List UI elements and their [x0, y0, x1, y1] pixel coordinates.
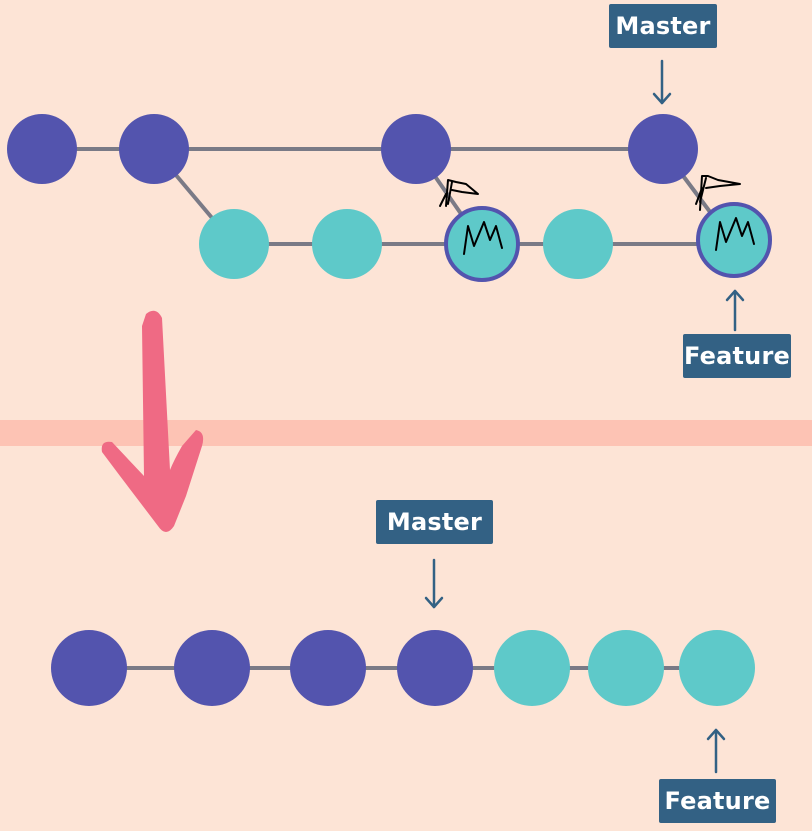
feature-commit-node: [494, 630, 570, 706]
flag-scribble-icon: [439, 179, 479, 207]
handwritten-m-marks: [463, 217, 755, 255]
top-pointer-arrows: [652, 59, 745, 332]
flag-scribble-icon: [695, 175, 741, 211]
feature-pointer-arrow-icon: [706, 728, 726, 774]
master-commit-node: [381, 114, 451, 184]
section-divider: [0, 420, 812, 446]
handwritten-m-icon: [715, 217, 755, 251]
master-pointer-arrow-icon: [652, 59, 672, 105]
master-commit-node: [174, 630, 250, 706]
feature-commit-node: [679, 630, 755, 706]
master-commit-node: [290, 630, 366, 706]
handwritten-m-icon: [463, 221, 503, 255]
top-feature-commits: [199, 202, 772, 282]
top-master-commits: [7, 114, 698, 184]
handwritten-flag-marks: [439, 175, 741, 211]
master-commit-node: [7, 114, 77, 184]
feature-commit-node: [588, 630, 664, 706]
merge-commit-node: [444, 206, 520, 282]
transition-down-arrow-icon: [101, 310, 204, 532]
bottom-feature-commits: [494, 630, 755, 706]
bottom-master-commits: [51, 630, 473, 706]
master-pointer-arrow-icon: [424, 558, 444, 609]
merge-commit-node: [696, 202, 772, 278]
feature-commit-node: [543, 209, 613, 279]
master-commit-node: [51, 630, 127, 706]
bottom-pointer-arrows: [424, 558, 726, 774]
master-branch-label: Master: [376, 500, 493, 544]
feature-commit-node: [199, 209, 269, 279]
feature-pointer-arrow-icon: [725, 289, 745, 332]
master-branch-label: Master: [609, 4, 717, 48]
master-commit-node: [119, 114, 189, 184]
feature-branch-label: Feature: [659, 779, 776, 823]
feature-branch-label: Feature: [683, 334, 791, 378]
master-commit-node: [628, 114, 698, 184]
master-commit-node: [397, 630, 473, 706]
feature-commit-node: [312, 209, 382, 279]
